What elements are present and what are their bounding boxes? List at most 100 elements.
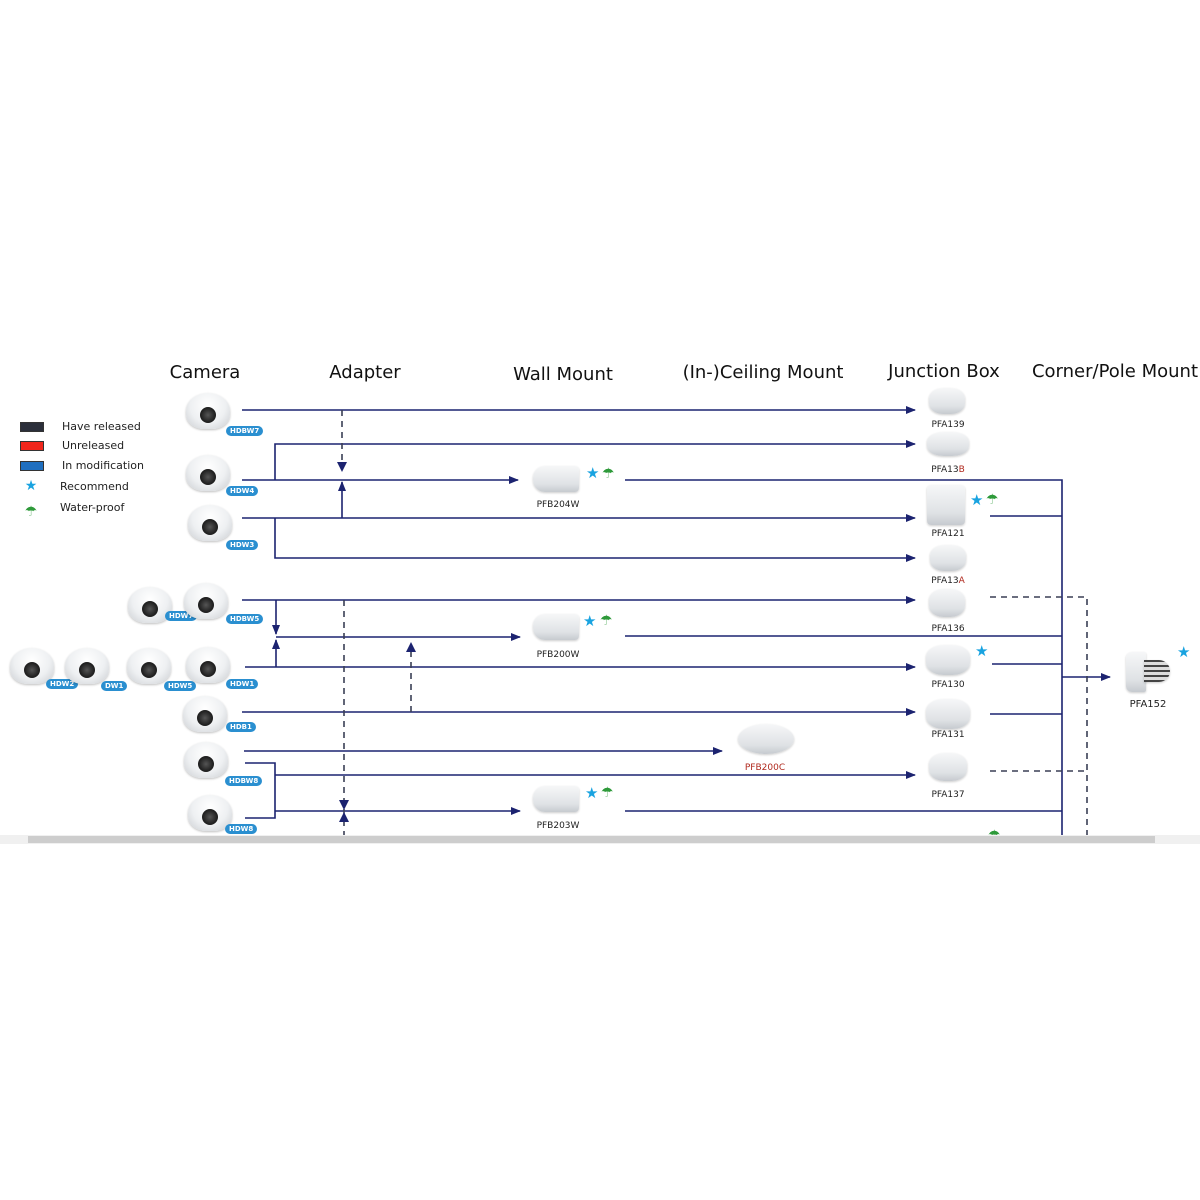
- camera-badge: HDW4: [226, 486, 259, 496]
- camera-image: [186, 393, 230, 429]
- camera-badge: HDB1: [226, 722, 256, 732]
- legend-water-proof: ☂ Water-proof: [20, 495, 125, 520]
- adapter-down-arrowhead-1: [337, 462, 347, 472]
- star-icon: ★: [24, 478, 38, 494]
- star-icon: ★: [586, 464, 600, 482]
- junction-box-image: [929, 388, 965, 414]
- in-modification-swatch: [20, 460, 44, 471]
- star-icon: ★: [583, 612, 597, 630]
- product-code: PFA152: [1129, 699, 1167, 710]
- camera-badge: HDW8: [225, 824, 258, 834]
- lens: [197, 710, 213, 726]
- pole-mount-straps: [1144, 660, 1170, 682]
- line-pfb204w-bus: [625, 479, 1063, 835]
- header-adapter: Adapter: [329, 362, 401, 383]
- bracket-hdbw8-hdw8: [245, 762, 276, 819]
- camera-badge: DW1: [101, 681, 128, 691]
- camera-image: [128, 587, 172, 623]
- camera-badge: HDW1: [226, 679, 259, 689]
- wall-mount-image: [533, 614, 579, 640]
- camera-image: [186, 455, 230, 491]
- umbrella-icon: ☂: [601, 785, 614, 801]
- product-code: PFA131: [931, 730, 965, 740]
- product-code: PFB200W: [536, 650, 580, 660]
- star-icon: ★: [970, 491, 984, 509]
- lens: [198, 597, 214, 613]
- product-code: PFA13A: [931, 576, 965, 586]
- camera-image: [188, 795, 232, 831]
- umbrella-icon: ☂: [602, 466, 615, 482]
- junction-box-image: [929, 753, 967, 781]
- umbrella-icon: ☂: [988, 829, 1001, 835]
- junction-box-image: [927, 432, 969, 456]
- legend-recommend: ★ Recommend: [20, 479, 129, 493]
- code-suffix: B: [958, 465, 965, 475]
- star-icon: ★: [975, 642, 989, 660]
- product-code: PFA13B: [931, 465, 965, 475]
- line-hdw3-pfa13a: [274, 518, 916, 562]
- legend-label: Recommend: [60, 479, 129, 493]
- line-hdw4-pfa13b: [274, 440, 916, 480]
- junction-box-image: [929, 589, 965, 617]
- camera-image: [184, 742, 228, 778]
- product-code: PFB204W: [536, 500, 580, 510]
- star-icon: ★: [585, 784, 599, 802]
- product-code: PFA139: [931, 420, 965, 430]
- camera-badge: HDBW7: [226, 426, 264, 436]
- adapter-up-arrowhead-4: [339, 812, 349, 822]
- camera-badge: HDW3: [226, 540, 259, 550]
- camera-image: [186, 647, 230, 683]
- lens: [202, 519, 218, 535]
- header-corner-pole-mount: Corner/Pole Mount: [1031, 361, 1199, 382]
- product-code: PFA121: [931, 529, 965, 539]
- camera-image: [65, 648, 109, 684]
- lens: [79, 662, 95, 678]
- header-junction-box: Junction Box: [888, 361, 1000, 382]
- lens: [200, 661, 216, 677]
- header-wall-mount: Wall Mount: [513, 364, 613, 385]
- lens: [24, 662, 40, 678]
- camera-badge: HDW2: [46, 679, 79, 689]
- code-suffix: A: [958, 576, 965, 586]
- pole-mount-image: [1126, 652, 1146, 692]
- lens: [141, 662, 157, 678]
- legend-have-released: Have released: [20, 420, 141, 433]
- header-ceiling-mount: (In-)Ceiling Mount: [682, 362, 844, 383]
- camera-image: [10, 648, 54, 684]
- camera-badge: HDBW5: [226, 614, 264, 624]
- umbrella-icon: ☂: [24, 504, 38, 520]
- header-camera: Camera: [169, 362, 241, 383]
- camera-badge: HDW5: [164, 681, 197, 691]
- unreleased-swatch: [20, 440, 44, 451]
- camera-badge: HDBW8: [225, 776, 263, 786]
- junction-box-image: [930, 545, 966, 571]
- legend-in-modification: In modification: [20, 459, 144, 472]
- camera-image: [184, 583, 228, 619]
- code-main: PFA13: [931, 576, 959, 586]
- wall-mount-image: [533, 466, 579, 492]
- camera-image: [127, 648, 171, 684]
- product-code: PFA136: [931, 624, 965, 634]
- lens: [198, 756, 214, 772]
- junction-box-image: [926, 699, 970, 729]
- legend-label: Have released: [62, 420, 141, 433]
- camera-image: [183, 696, 227, 732]
- legend-label: Unreleased: [62, 439, 125, 452]
- umbrella-icon: ☂: [600, 613, 613, 629]
- adapter-down-arrowhead-4: [339, 800, 349, 810]
- lens: [202, 809, 218, 825]
- product-code: PFB203W: [536, 821, 580, 831]
- camera-image: [188, 505, 232, 541]
- horizontal-scrollbar-thumb[interactable]: [28, 836, 1155, 843]
- product-code: PFA137: [931, 790, 965, 800]
- adapter-up-arrowhead-3: [406, 642, 416, 652]
- product-code: PFA130: [931, 680, 965, 690]
- umbrella-icon: ☂: [986, 492, 999, 508]
- wall-mount-image: [533, 786, 579, 812]
- lens: [142, 601, 158, 617]
- product-code: PFB200C: [744, 763, 786, 773]
- have-released-swatch: [20, 421, 44, 432]
- dashed-pfa136-pole: [990, 596, 1088, 835]
